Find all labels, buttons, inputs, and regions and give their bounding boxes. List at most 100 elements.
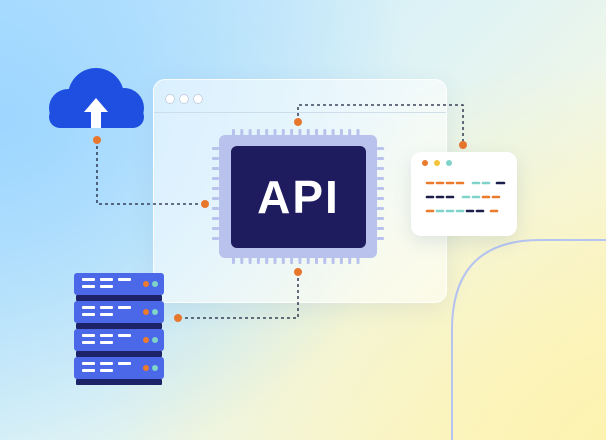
server-slot: [100, 362, 113, 365]
server-body: [74, 357, 164, 379]
server-light: [143, 337, 149, 343]
chip-pin: [315, 257, 318, 264]
connector-dot-server: [174, 314, 182, 322]
chip-pin: [273, 129, 277, 136]
chip-pin: [281, 257, 285, 264]
chip-pin: [377, 237, 384, 240]
connector-dot-cloud: [93, 136, 101, 144]
server-slot: [100, 334, 113, 337]
server-body: [74, 301, 164, 323]
chip-pin: [256, 257, 260, 264]
chip-pin: [265, 129, 269, 136]
chip-pin: [348, 129, 352, 136]
code-card-dot-yellow: [434, 160, 440, 166]
connector-dot-code: [459, 141, 467, 149]
server-unit: [74, 273, 164, 301]
server-slot: [82, 362, 95, 365]
connector-dot-chip-left: [201, 200, 209, 208]
server-slot: [100, 285, 113, 288]
chip-pin: [290, 257, 294, 264]
chip-pin: [339, 257, 343, 264]
server-base: [76, 323, 162, 329]
chip-pin: [377, 167, 384, 170]
server-base: [76, 295, 162, 301]
chip-pin: [306, 257, 310, 264]
chip-pin: [377, 217, 384, 220]
server-slot: [82, 278, 95, 281]
api-chip: API: [231, 146, 366, 248]
chip-pin: [377, 187, 384, 190]
window-dot-3: [193, 94, 203, 104]
chip-pin: [377, 227, 384, 230]
server-slot: [82, 313, 95, 316]
chip-pin: [248, 257, 252, 264]
server-body: [74, 329, 164, 351]
server-light: [152, 309, 158, 315]
server-base: [76, 379, 162, 385]
window-dot-1: [165, 94, 175, 104]
server-body: [74, 273, 164, 295]
chip-pin: [212, 177, 219, 180]
connector-dot-chip-top: [294, 118, 302, 126]
chip-pin: [212, 227, 219, 230]
code-card: [411, 152, 517, 236]
server-slot: [118, 306, 131, 309]
server-unit: [74, 329, 164, 357]
chip-pin: [323, 129, 327, 136]
chip-pin: [377, 147, 384, 150]
chip-pin: [240, 129, 244, 136]
server-light: [152, 337, 158, 343]
server-slot: [100, 278, 113, 281]
server-slot: [82, 341, 95, 344]
server-slot: [82, 334, 95, 337]
chip-pin: [212, 147, 219, 150]
server-slot: [100, 313, 113, 316]
server-light: [143, 365, 149, 371]
chip-pin: [323, 257, 327, 264]
chip-pin: [212, 157, 219, 160]
chip-pin: [298, 129, 302, 136]
server-slot: [82, 369, 95, 372]
chip-pin: [377, 207, 384, 210]
chip-pin: [377, 197, 384, 200]
upload-arrow-icon: [84, 98, 108, 128]
code-card-dot-teal: [446, 160, 452, 166]
chip-pin: [212, 197, 219, 200]
chip-pin: [240, 257, 244, 264]
chip-pin: [212, 207, 219, 210]
chip-pin: [232, 129, 235, 136]
server-light: [143, 281, 149, 287]
chip-pin: [248, 129, 252, 136]
chip-pin: [306, 129, 310, 136]
server-slot: [82, 285, 95, 288]
chip-pin: [212, 167, 219, 170]
chip-pins: [212, 129, 384, 264]
chip-pin: [298, 257, 302, 264]
server-light: [152, 281, 158, 287]
server-base: [76, 351, 162, 357]
chip-pin: [265, 257, 269, 264]
chip-pin: [290, 129, 294, 136]
server-unit: [74, 357, 164, 385]
chip-pin: [212, 187, 219, 190]
server-slot: [118, 334, 131, 337]
chip-to-code-line: [297, 104, 464, 145]
chip-pin: [331, 129, 335, 136]
code-lines: [422, 160, 506, 213]
chip-pin: [339, 129, 343, 136]
chip-pin: [315, 129, 318, 136]
chip-pin: [377, 157, 384, 160]
code-card-dot-orange: [422, 160, 428, 166]
chip-pin: [356, 257, 360, 264]
server-unit: [74, 301, 164, 329]
chip-pin: [331, 257, 335, 264]
browser-title-bar: [154, 80, 446, 113]
chip-pin: [356, 129, 360, 136]
chip-pin: [212, 237, 219, 240]
server-slot: [118, 278, 131, 281]
chip-pin: [273, 257, 277, 264]
